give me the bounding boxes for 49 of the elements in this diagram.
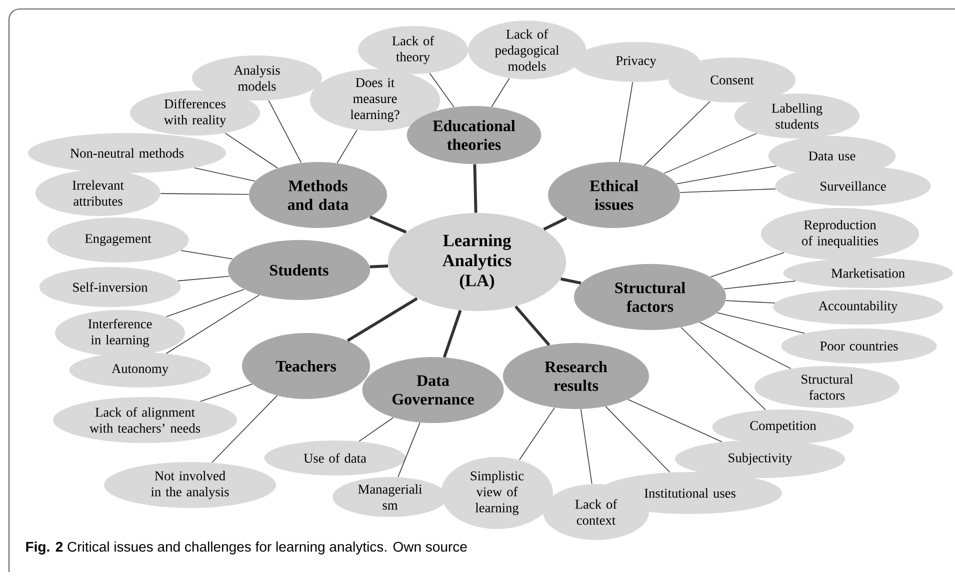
node-label: Data use	[808, 152, 856, 160]
connector-line	[212, 395, 278, 463]
connector-line	[166, 294, 260, 354]
node-label: Analysis models	[234, 65, 280, 91]
connector-line	[370, 216, 407, 234]
connector-line	[676, 166, 777, 184]
connector-line	[473, 164, 478, 213]
connector-line	[200, 384, 252, 402]
connector-line	[664, 133, 758, 174]
connector-line	[224, 132, 278, 168]
connector-line	[519, 407, 555, 460]
node-label: Surveillance	[820, 181, 886, 191]
connector-line	[716, 312, 806, 334]
connector-line	[680, 188, 776, 193]
connector-line	[177, 276, 230, 282]
connector-line	[336, 130, 358, 164]
connector-line	[514, 305, 550, 346]
connector-line	[358, 417, 394, 442]
connector-line	[166, 288, 245, 318]
connector-line	[543, 216, 568, 231]
connector-line	[725, 300, 776, 304]
connector-line	[370, 264, 388, 268]
connector-line	[560, 278, 582, 284]
connector-line	[346, 297, 418, 342]
connector-line	[619, 82, 634, 162]
connector-line	[699, 322, 792, 369]
connector-line	[442, 310, 462, 358]
connector-line	[724, 280, 796, 290]
connector-line	[429, 72, 454, 108]
connector-line	[710, 252, 784, 278]
connector-line	[491, 78, 510, 108]
connector-line	[194, 167, 256, 182]
connector-line	[268, 100, 302, 164]
connector-line	[398, 422, 420, 478]
connector-line	[160, 193, 250, 195]
node-label: Irrelevant attributes	[72, 180, 124, 206]
node-label: Lack of theory	[392, 36, 434, 64]
connector-line	[628, 399, 722, 442]
node-label: Interference in learning	[88, 318, 152, 348]
node-label: Subjectivity	[728, 452, 792, 466]
connector-line	[605, 406, 670, 473]
connector-line	[680, 326, 766, 410]
figure-caption: Fig. 2 Critical issues and challenges for learning analytics. Own source	[26, 541, 467, 555]
connector-line	[644, 101, 710, 166]
node-label: Competition	[750, 421, 816, 433]
connector-line	[580, 408, 592, 484]
node-label: Does it measure learning?	[350, 78, 400, 122]
connector-line	[180, 250, 234, 260]
node-label: Privacy	[616, 56, 656, 68]
